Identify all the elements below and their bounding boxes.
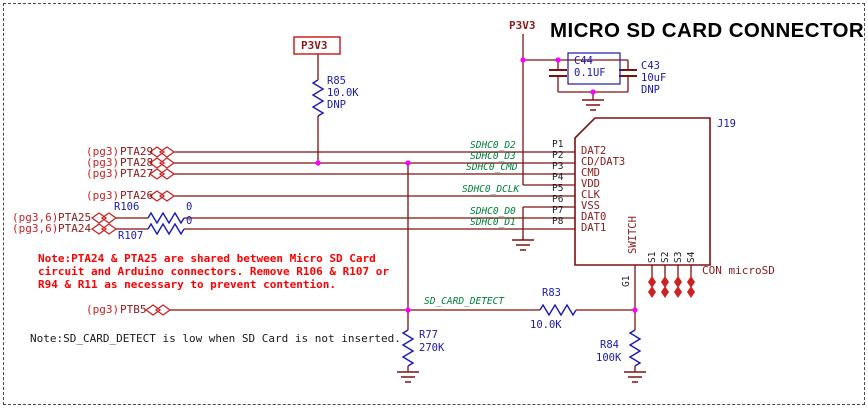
note-detect: Note:SD_CARD_DETECT is low when SD Card … [30,332,401,345]
c43-note: DNP [641,84,660,96]
net-sdhc0-d0: SDHC0_D0 [470,206,516,217]
pin-name-dat2: DAT2 [581,145,607,157]
shell-pin-s1: S1 [647,251,658,263]
c44-label-box [567,52,621,85]
power-label-p3v3-top: P3V3 [509,19,536,32]
shell-pin-s4: S4 [686,251,697,263]
resistor-symbols [147,79,642,367]
sig-pta25-page: (pg3,6) [12,211,59,224]
capacitor-c44-symbol [549,69,567,77]
net-sdhc0-d3: SDHC0_D3 [470,151,516,162]
pin-num-p3: P3 [552,161,564,172]
note-shared-line1: Note:PTA24 & PTA25 are shared between Mi… [38,252,376,265]
ground-symbol-r84 [624,371,646,383]
sig-pta26-page: (pg3) [86,189,120,202]
pin-num-p2: P2 [552,150,564,161]
power-wires [317,34,692,372]
shell-pin-icons [648,276,695,298]
signal-wires [116,151,635,330]
pin-num-p4: P4 [552,172,564,183]
pin-name-dat0: DAT0 [581,211,607,223]
note-shared-line3: R94 & R11 as necessary to prevent conten… [38,278,337,291]
resistor-r77-symbol [401,329,415,367]
pin-num-p5: P5 [552,183,564,194]
pin-name-dat1: DAT1 [581,222,607,234]
detect-page: (pg3) [86,303,120,316]
c44-ref: C44 [574,55,593,67]
resistor-r106-symbol [147,211,185,225]
connector-name: CON microSD [702,264,775,277]
net-sdhc0-cmd: SDHC0_CMD [466,162,518,173]
ground-symbol-vss [512,236,534,251]
offpage-connector-icons [90,146,176,316]
r106-value: 0 [186,201,193,213]
sig-pta28-page: (pg3) [86,156,120,169]
c43-value: 10uF [641,72,667,84]
junction-dots [315,57,638,313]
ground-symbol-caps [582,99,604,111]
r77-ref: R77 [419,329,438,341]
pin-name-vss: VSS [581,200,600,212]
r107-ref: R107 [118,230,144,242]
pin-name-clk: CLK [581,189,600,201]
shell-pin-s3: S3 [673,251,684,263]
net-sdhc0-d2: SDHC0_D2 [470,140,516,151]
sig-pta26-pin: PTA26 [120,189,154,202]
detect-pin: PTB5 [120,303,147,316]
sig-pta27-page: (pg3) [86,167,120,180]
pin-num-p7: P7 [552,205,564,216]
net-sd-card-detect: SD_CARD_DETECT [424,296,505,307]
c44-value: 0.1UF [574,67,606,79]
ground-symbol-r77 [397,371,419,383]
sig-pta29-page: (pg3) [86,145,120,158]
sd-connector-outline [574,117,711,266]
sig-pta24-page: (pg3,6) [12,222,59,235]
pin-name-cmd: CMD [581,167,600,179]
r83-value: 10.0K [530,319,562,331]
r85-note: DNP [327,99,346,111]
resistor-r85-symbol [311,79,325,117]
resistor-r107-symbol [147,222,185,236]
r77-value: 270K [419,342,445,354]
sig-pta29-pin: PTA29 [120,145,154,158]
net-sdhc0-dclk: SDHC0_DCLK [462,184,520,195]
r83-ref: R83 [542,287,561,299]
connector-switch-label: SWITCH [627,216,639,254]
pin-num-p8: P8 [552,216,564,227]
r85-value: 10.0K [327,87,359,99]
net-sdhc0-d1: SDHC0_D1 [470,217,516,228]
r85-ref: R85 [327,75,346,87]
page-title: MICRO SD CARD CONNECTOR [550,19,865,42]
capacitor-c43-symbol [619,69,637,77]
note-shared-line2: circuit and Arduino connectors. Remove R… [38,265,389,278]
r107-value: 0 [186,215,193,227]
power-flag-box [293,36,341,55]
sig-pta28-pin: PTA28 [120,156,154,169]
r84-value: 100K [596,352,622,364]
r106-ref: R106 [114,201,140,213]
sig-pta25-pin: PTA25 [58,211,92,224]
c43-ref: C43 [641,60,660,72]
pin-num-p6: P6 [552,194,564,205]
power-label-p3v3-left: P3V3 [301,39,328,52]
connector-ref: J19 [717,118,736,130]
r84-ref: R84 [600,339,619,351]
resistor-r84-symbol [628,329,642,367]
shell-pin-s2: S2 [660,251,671,263]
pin-name-cddat3: CD/DAT3 [581,156,626,168]
pin-name-vdd: VDD [581,178,600,190]
resistor-r83-symbol [539,303,577,317]
connector-switch-pin: G1 [621,275,632,287]
sig-pta24-pin: PTA24 [58,222,92,235]
sig-pta27-pin: PTA27 [120,167,154,180]
pin-num-p1: P1 [552,139,564,150]
